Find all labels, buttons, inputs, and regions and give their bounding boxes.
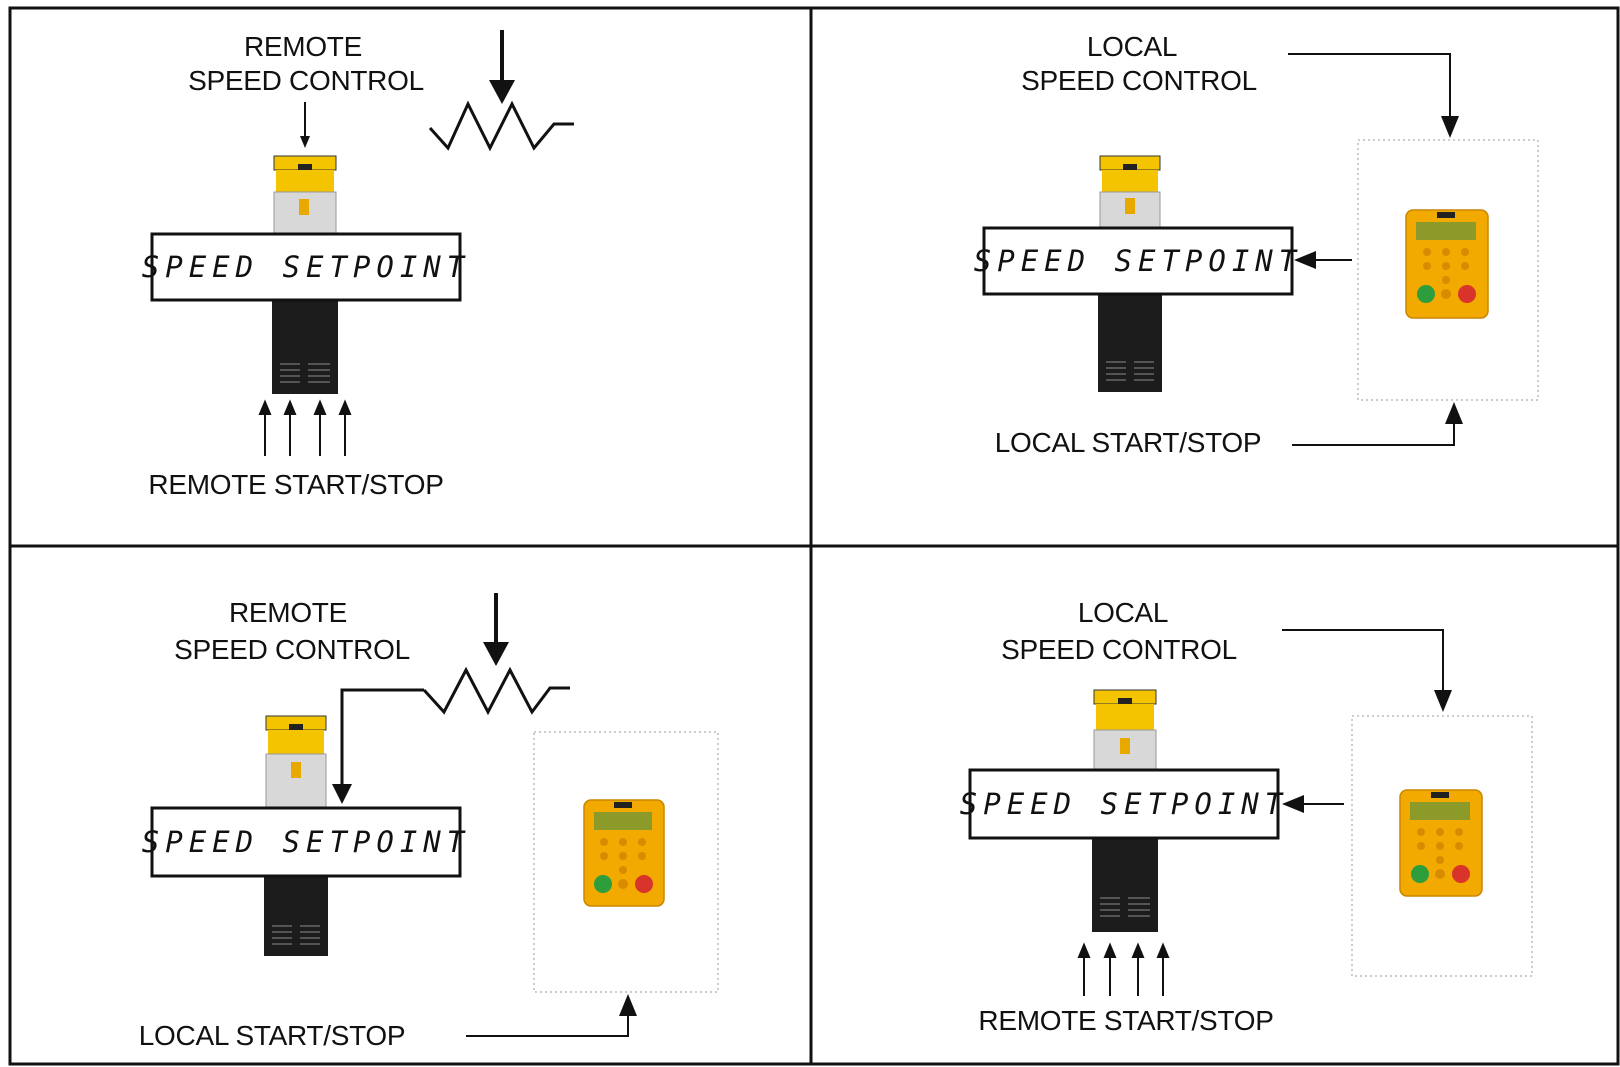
start-stop-connector (1292, 402, 1463, 446)
speed-control-title-line2: SPEED CONTROL (188, 65, 424, 96)
remote-start-stop-arrows (258, 399, 352, 456)
keypad-icon (1399, 789, 1483, 897)
start-stop-label: LOCAL START/STOP (995, 427, 1261, 458)
speed-signal-arrow (300, 102, 310, 148)
speed-control-title-line1: REMOTE (244, 31, 362, 62)
keypad-panel (1357, 139, 1539, 401)
start-stop-label: REMOTE START/STOP (148, 469, 443, 500)
speed-setpoint-display: SPEED SETPOINT (142, 232, 470, 302)
start-stop-label: LOCAL START/STOP (139, 1020, 405, 1051)
keypad-to-display-arrow (1282, 795, 1344, 813)
potentiometer-icon (422, 593, 570, 716)
panel-local-speed-remote-start: LOCAL SPEED CONTROL (960, 597, 1533, 1036)
start-stop-connector (466, 994, 637, 1037)
keypad-panel (1351, 715, 1533, 977)
speed-control-title-line1: LOCAL (1087, 31, 1177, 62)
speed-setpoint-display: SPEED SETPOINT (960, 768, 1288, 840)
speed-setpoint-display: SPEED SETPOINT (974, 226, 1302, 296)
panel-remote-speed-remote-start: REMOTE SPEED CONTROL (142, 30, 574, 500)
remote-start-stop-arrows (1077, 942, 1170, 996)
speed-control-title-line1: REMOTE (229, 597, 347, 628)
speed-control-title-line2: SPEED CONTROL (1021, 65, 1257, 96)
panel-grid (8, 6, 1620, 1066)
speed-signal-connector (1288, 53, 1459, 138)
keypad-panel (533, 731, 719, 993)
drive-unit (272, 155, 338, 394)
panel-local-speed-local-start: LOCAL SPEED CONTROL (974, 31, 1539, 458)
drive-unit (1098, 155, 1162, 392)
speed-control-title-line2: SPEED CONTROL (174, 634, 410, 665)
speed-control-title-line1: LOCAL (1078, 597, 1168, 628)
keypad-to-display-arrow (1294, 251, 1352, 269)
speed-signal-connector (332, 688, 424, 804)
drive-unit (264, 715, 328, 956)
drive-unit (1092, 689, 1158, 932)
speed-control-title-line2: SPEED CONTROL (1001, 634, 1237, 665)
speed-signal-connector (1282, 629, 1452, 712)
keypad-icon (583, 799, 665, 907)
panel-remote-speed-local-start: REMOTE SPEED CONTROL (139, 593, 719, 1051)
potentiometer-icon (428, 30, 574, 152)
speed-setpoint-display: SPEED SETPOINT (142, 806, 470, 878)
speed-setpoint-text: SPEED SETPOINT (974, 244, 1302, 278)
keypad-icon (1405, 209, 1489, 319)
start-stop-label: REMOTE START/STOP (978, 1005, 1273, 1036)
speed-setpoint-text: SPEED SETPOINT (960, 787, 1288, 821)
speed-setpoint-text: SPEED SETPOINT (142, 825, 470, 859)
speed-setpoint-text: SPEED SETPOINT (142, 250, 470, 284)
